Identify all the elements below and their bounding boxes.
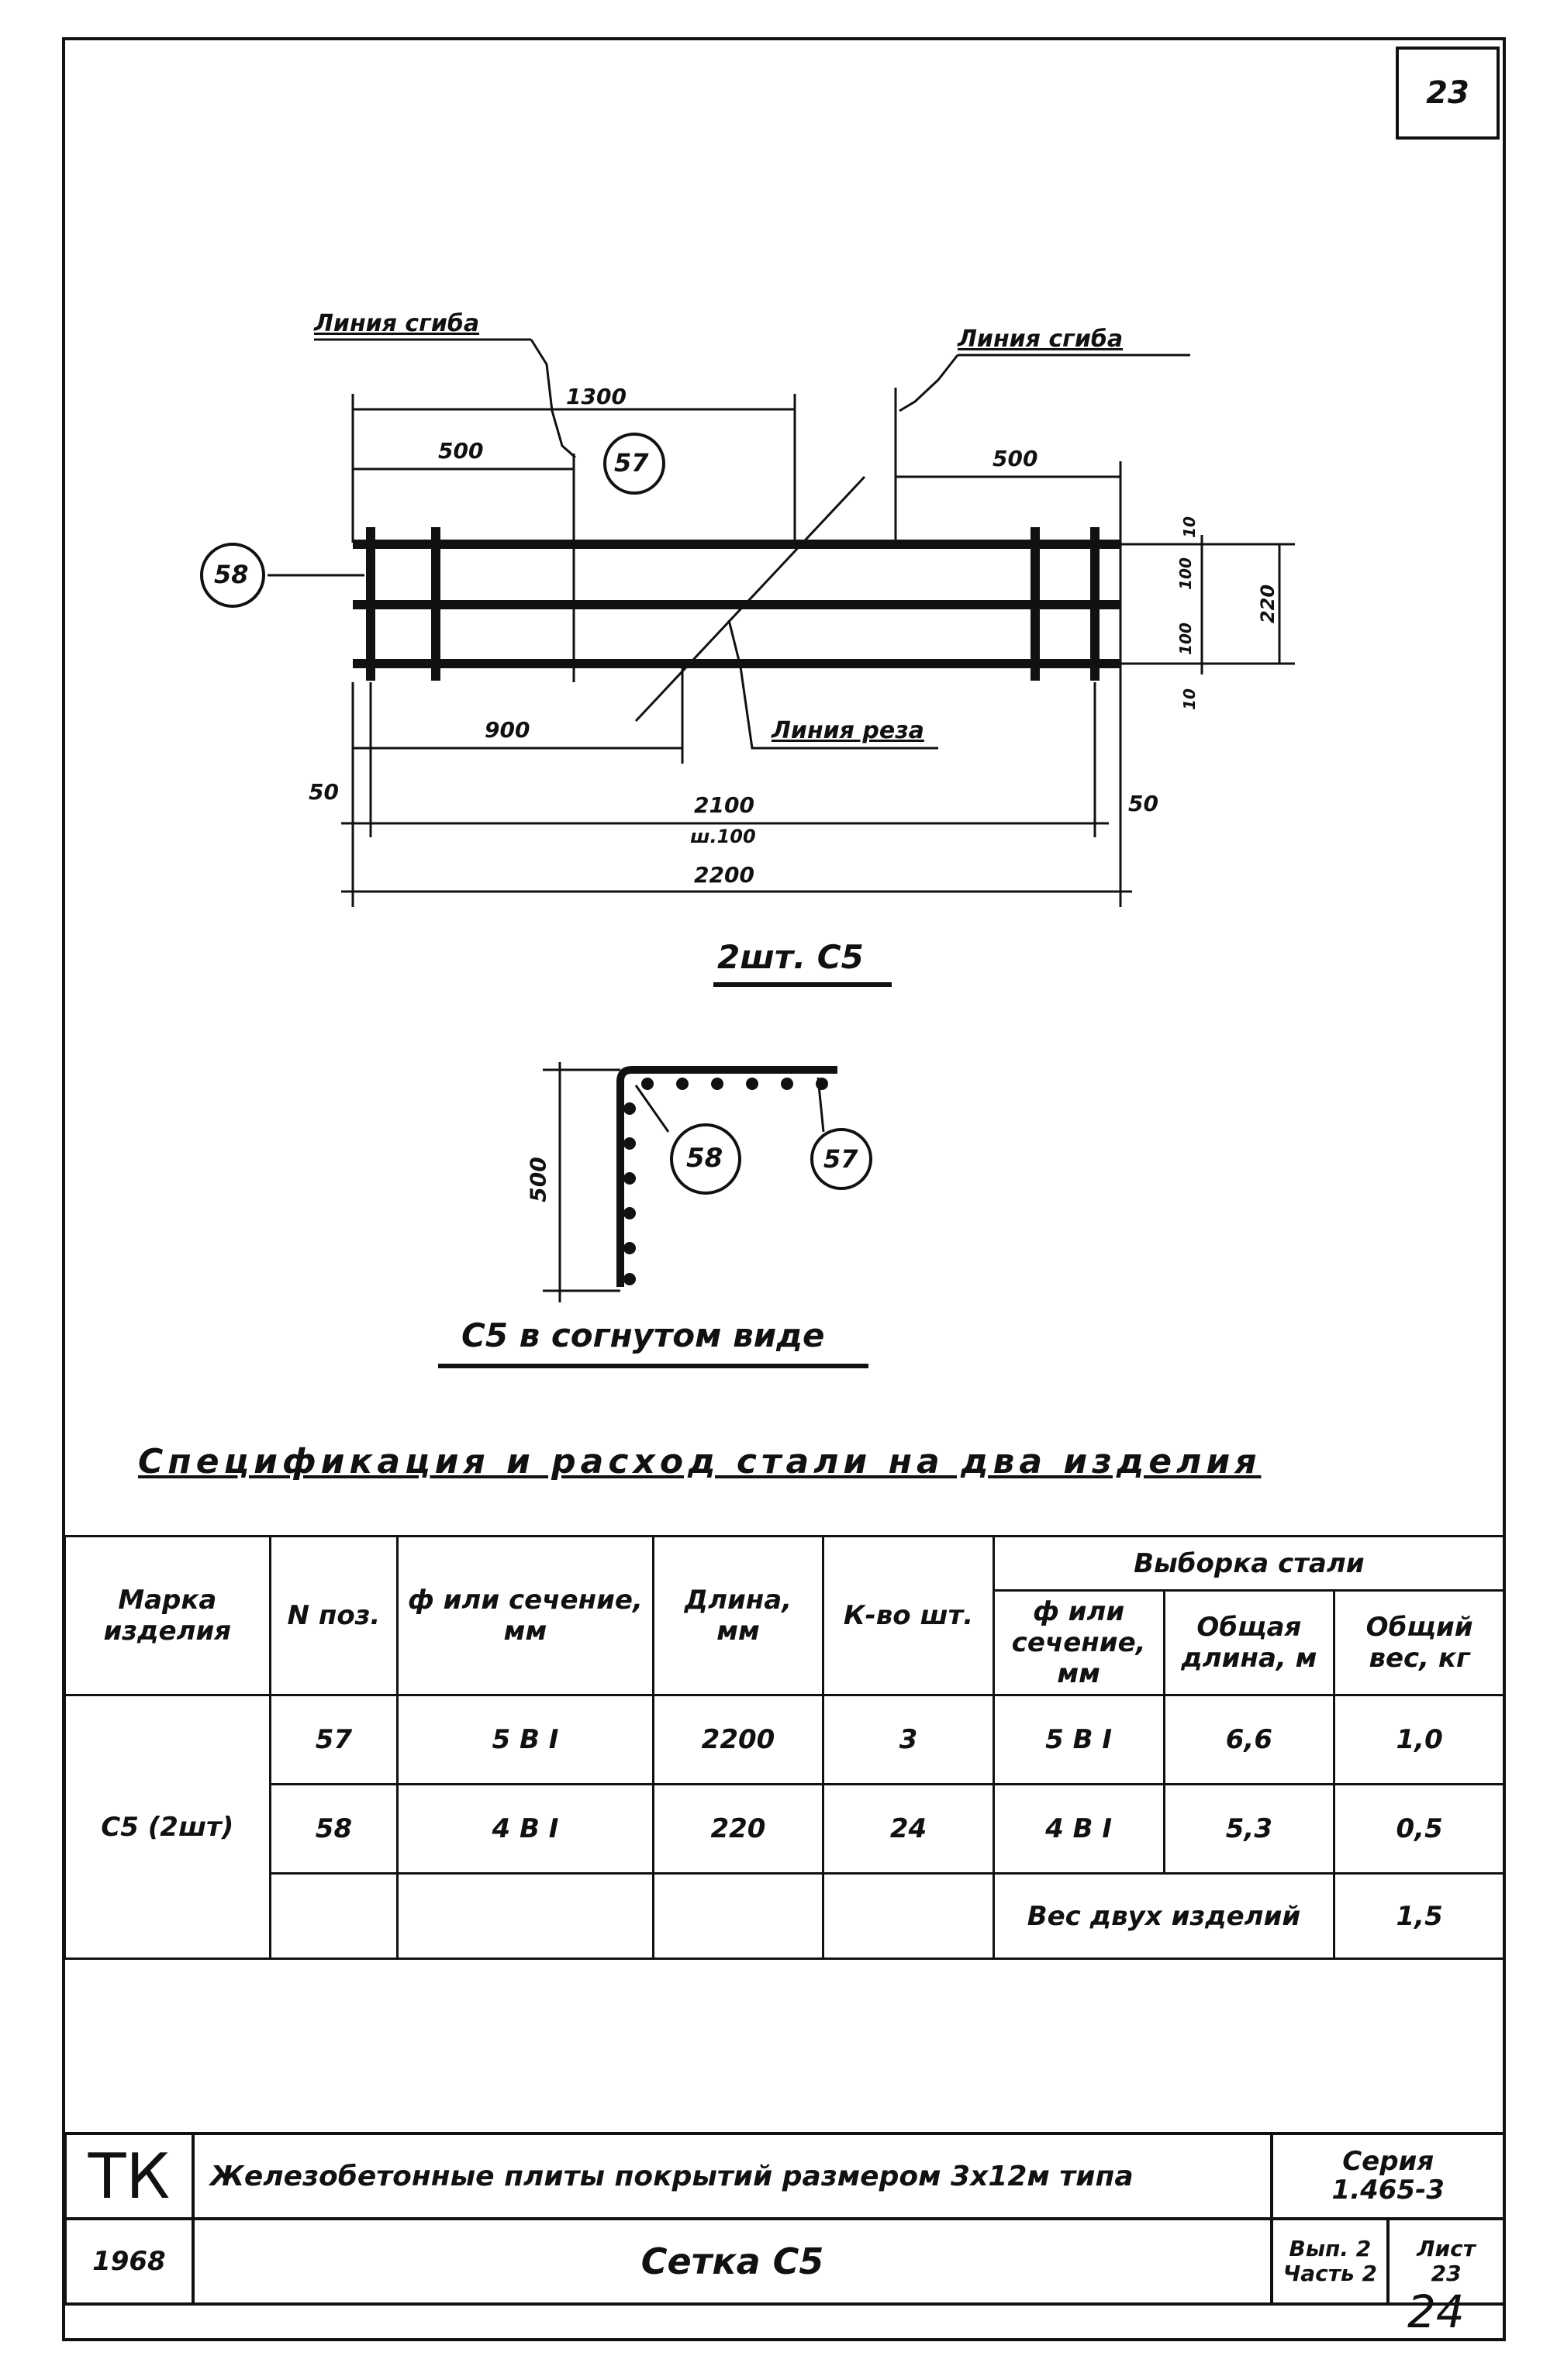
table-row: С5 (2шт) 57 5 В I 2200 3 5 В I 6,6 1,0 [64, 1694, 1506, 1960]
cell-empty [268, 1872, 399, 1960]
dim-220: 220 [1257, 584, 1279, 624]
header-count: К-во шт. [822, 1535, 995, 1696]
cell-empty [651, 1872, 825, 1960]
spec-table: Марка изделия N поз. ф или сечение, мм Д… [64, 1535, 1507, 1960]
bend-line-label-left: Линия сгиба [314, 310, 480, 337]
header-sel-section: ф или сечение, мм [992, 1589, 1165, 1696]
header-sel-length: Общая длина, м [1162, 1589, 1336, 1696]
dim-2100: 2100 [694, 792, 754, 818]
cell-empty [396, 1872, 654, 1960]
header-selection: Выборка стали [992, 1535, 1507, 1592]
dim-pitch: ш.100 [690, 826, 756, 847]
dim-500-right: 500 [993, 446, 1038, 471]
sheet-number-box: 23 [1396, 47, 1500, 140]
bend-line-label-right: Линия сгиба [958, 326, 1124, 353]
cell-sel-section: 4 В I [992, 1783, 1165, 1875]
part: Часть 2 [1283, 2261, 1377, 2286]
dim-100-b: 100 [1176, 623, 1195, 655]
dim-1300: 1300 [566, 384, 627, 409]
cell-sel-section: 5 В I [992, 1694, 1165, 1785]
header-length: Длина, мм [651, 1535, 825, 1696]
dim-900: 900 [485, 717, 530, 743]
cell-empty [822, 1872, 995, 1960]
cell-pos: 57 [268, 1694, 399, 1785]
dim-10-top: 10 [1179, 516, 1199, 538]
dim-50-left: 50 [309, 779, 339, 805]
list-cell: Лист 23 [1386, 2217, 1506, 2306]
total-weight: 1,5 [1333, 1872, 1506, 1960]
year: 1968 [64, 2217, 195, 2306]
bent-mesh [543, 1062, 837, 1302]
dim-500-left: 500 [438, 438, 484, 464]
dim-2200: 2200 [694, 862, 754, 888]
item-mark: С5 (2шт) [64, 1694, 271, 1960]
series-cell: Серия 1.465-3 [1270, 2132, 1506, 2220]
cell-section: 5 В I [396, 1694, 654, 1785]
marker-57: 57 [614, 448, 649, 478]
issue: Вып. 2 [1289, 2235, 1372, 2261]
cell-sel-weight: 1,0 [1333, 1694, 1506, 1785]
cell-pos: 58 [268, 1783, 399, 1875]
dim-10-bottom: 10 [1179, 688, 1199, 710]
drawing-frame [62, 37, 1506, 2341]
dim-100-a: 100 [1176, 557, 1195, 590]
cell-sel-weight: 0,5 [1333, 1783, 1506, 1875]
sheet-number: 23 [1426, 75, 1469, 111]
cut-line-label: Линия реза [772, 717, 924, 744]
list-label: Лист [1417, 2235, 1476, 2261]
header-sel-weight: Общий вес, кг [1333, 1589, 1506, 1696]
mesh-caption: 2шт. С5 [717, 938, 864, 976]
marker-57-bent: 57 [823, 1144, 858, 1174]
bent-caption: С5 в согнутом виде [461, 1316, 825, 1354]
issue-cell: Вып. 2 Часть 2 [1270, 2217, 1390, 2306]
header-marka: Марка изделия [64, 1535, 271, 1696]
cell-count: 3 [822, 1694, 995, 1785]
header-section: ф или сечение, мм [396, 1535, 654, 1696]
cell-section: 4 В I [396, 1783, 654, 1875]
cell-length: 2200 [651, 1694, 825, 1785]
series-label: Серия [1342, 2145, 1434, 2177]
cell-sel-length: 6,6 [1162, 1694, 1336, 1785]
series-value: 1.465-3 [1331, 2175, 1445, 2206]
spec-title: Спецификация и расход стали на два издел… [138, 1442, 1262, 1481]
cell-sel-length: 5,3 [1162, 1783, 1336, 1875]
mesh-drawing [200, 338, 1295, 1368]
list-value: 23 [1431, 2261, 1462, 2286]
sheet-name: Сетка С5 [191, 2217, 1274, 2306]
total-label: Вес двух изделий [992, 1872, 1336, 1960]
marker-58-bent: 58 [686, 1143, 723, 1174]
marker-58: 58 [214, 560, 249, 589]
table-row: 58 4 В I 220 24 4 В I 5,3 0,5 [65, 1783, 1506, 1875]
header-pos: N поз. [268, 1535, 399, 1696]
document-title: Железобетонные плиты покрытий размером 3… [191, 2132, 1274, 2220]
table-row-total: Вес двух изделий 1,5 [65, 1872, 1506, 1960]
page-number: 24 [1407, 2285, 1465, 2338]
org-code: ТК [64, 2132, 195, 2220]
cell-length: 220 [651, 1783, 825, 1875]
cell-count: 24 [822, 1783, 995, 1875]
title-block: ТК Железобетонные плиты покрытий размеро… [64, 2132, 1506, 2306]
dim-50-right: 50 [1128, 791, 1158, 816]
dim-500-bent: 500 [525, 1157, 551, 1202]
